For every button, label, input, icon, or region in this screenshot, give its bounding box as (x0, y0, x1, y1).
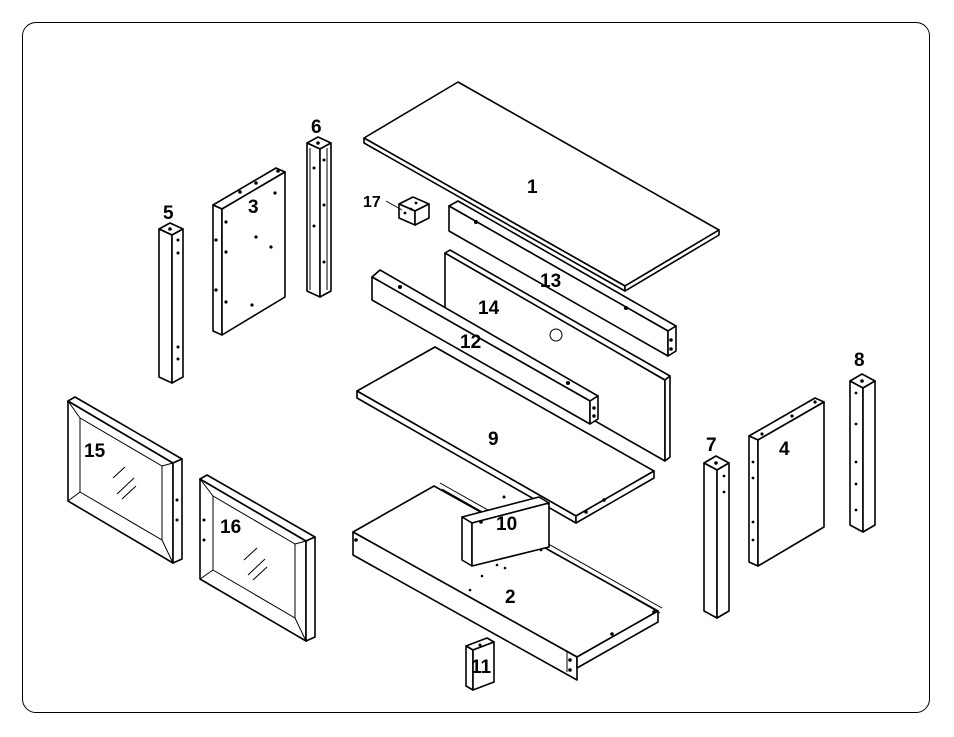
part-label-10: 10 (496, 514, 517, 535)
part-label-12: 12 (460, 332, 481, 353)
part-corner-block (386, 197, 429, 225)
part-label-3: 3 (248, 197, 259, 218)
part-glass-door-right (200, 475, 315, 641)
part-label-7: 7 (706, 435, 717, 456)
part-label-15: 15 (84, 441, 106, 462)
part-label-8: 8 (854, 350, 865, 371)
part-label-14: 14 (478, 298, 500, 319)
part-label-4: 4 (779, 439, 790, 460)
part-leg-7 (704, 456, 729, 618)
part-label-6: 6 (311, 117, 322, 138)
part-label-11: 11 (471, 657, 492, 678)
part-leg-6 (307, 137, 331, 297)
part-label-17: 17 (363, 194, 381, 211)
part-label-13: 13 (540, 271, 561, 292)
part-label-1: 1 (527, 177, 538, 198)
part-right-side-panel (749, 398, 824, 566)
part-label-16: 16 (220, 517, 241, 538)
part-label-2: 2 (505, 587, 516, 608)
part-label-5: 5 (163, 203, 174, 224)
part-label-9: 9 (488, 429, 499, 450)
part-leg-8 (850, 374, 875, 532)
part-glass-door-left (68, 397, 182, 563)
part-leg-5 (159, 223, 183, 383)
part-left-side-panel (213, 168, 285, 335)
